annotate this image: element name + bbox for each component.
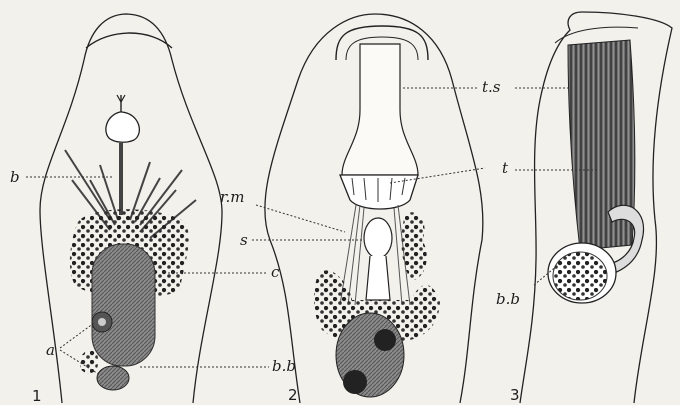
label-bb-3: b.b — [496, 292, 520, 307]
panel-number-2: 2 — [288, 388, 298, 403]
panel-3-drawing — [515, 12, 672, 403]
panel-number-3: 3 — [510, 388, 520, 403]
panel-number-1: 1 — [32, 389, 42, 404]
label-c: c — [271, 265, 279, 280]
panel-1-body — [92, 244, 155, 366]
panel-2-drawing — [252, 14, 485, 403]
label-a: a — [46, 343, 55, 358]
panel-3-body-core — [553, 252, 607, 300]
panel-2-tube — [342, 44, 418, 175]
label-rm: r.m — [220, 190, 245, 205]
label-bb-1: b.b — [272, 359, 296, 374]
panel-1-bulb — [106, 112, 139, 142]
label-s: s — [240, 233, 248, 248]
label-ts: t.s — [482, 80, 501, 95]
panel-1-drawing — [26, 14, 269, 403]
label-b: b — [10, 170, 20, 185]
panel-1-top-arc — [86, 33, 172, 48]
label-t: t — [502, 161, 508, 176]
panel-1-a-lower — [97, 366, 129, 390]
panel-2-stalk — [364, 218, 392, 258]
